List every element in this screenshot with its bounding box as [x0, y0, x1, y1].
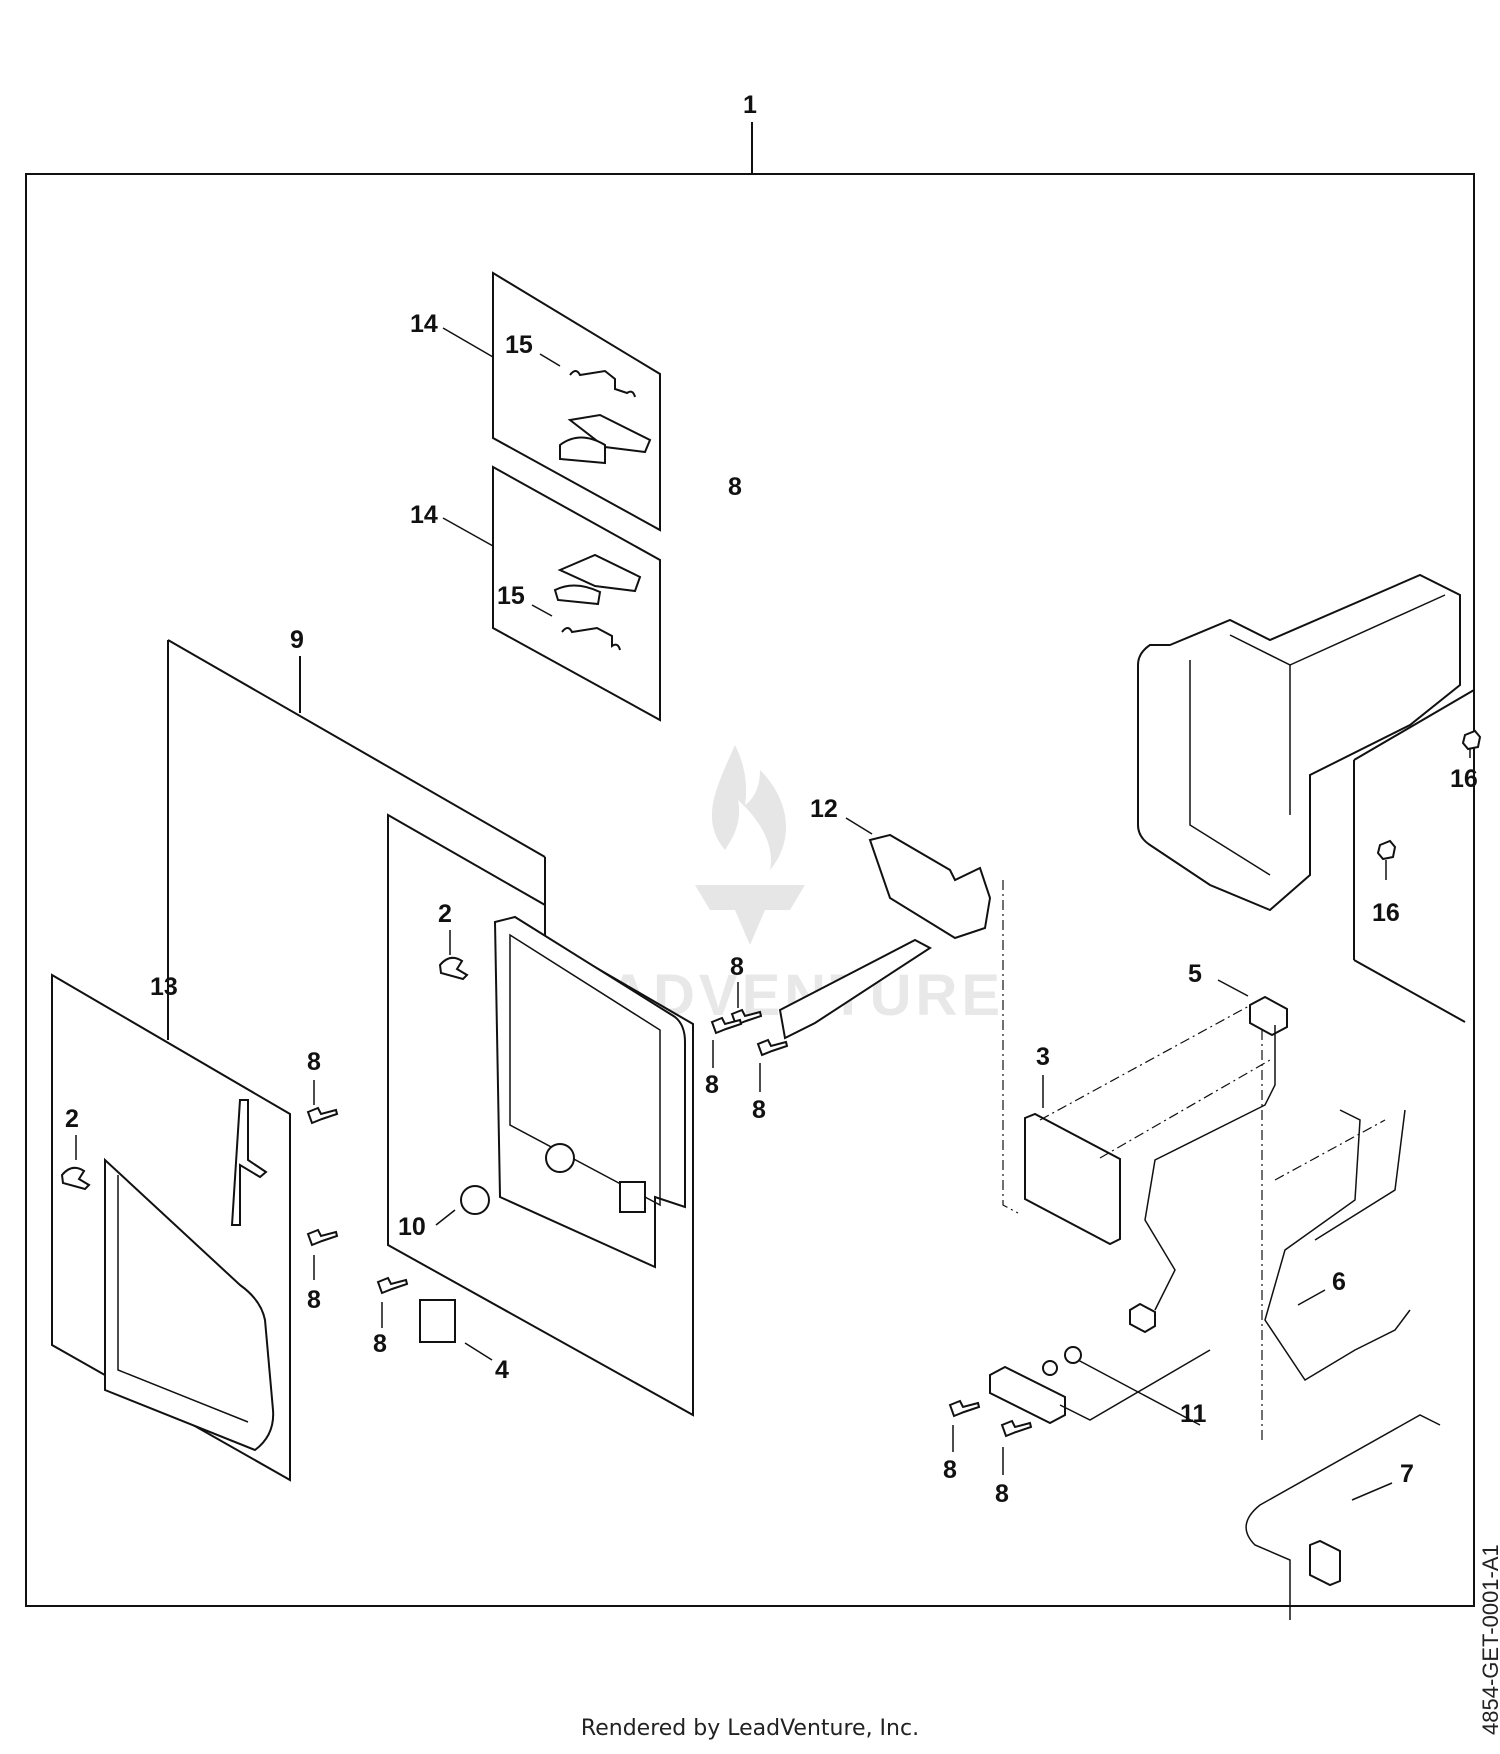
callout-16-lower: 16	[1372, 899, 1400, 927]
callout-1: 1	[743, 91, 757, 119]
callout-8-c: 8	[373, 1330, 387, 1358]
callout-8-a: 8	[307, 1048, 321, 1076]
clip-part-center	[438, 956, 469, 981]
assembly-frame: 1	[25, 91, 1475, 1607]
callout-6: 6	[1332, 1268, 1346, 1296]
screw-part-g	[756, 1038, 789, 1057]
motor-housing-part	[1137, 573, 1461, 912]
callout-14-lower: 14	[410, 501, 438, 529]
reference-code: 4854-GET-0001-A1	[1478, 1544, 1500, 1735]
screw-part-16a	[1461, 729, 1482, 751]
latch-foot-part-lower	[553, 584, 602, 606]
clip-part-left	[60, 1166, 91, 1191]
front-panel-part	[493, 915, 686, 1269]
callout-2-center: 2	[438, 900, 452, 928]
side-cover-part	[104, 1157, 275, 1452]
screw-part-i	[1000, 1419, 1033, 1438]
screw-callouts: 8 8 8 8	[306, 473, 742, 1358]
knob-part	[460, 1185, 490, 1215]
panel-window-part	[619, 1181, 646, 1213]
footer-credit: Rendered by LeadVenture, Inc.	[580, 1716, 920, 1741]
callout-16-upper: 16	[1450, 765, 1478, 793]
callout-12: 12	[810, 795, 838, 823]
callout-8-d: 8	[728, 473, 742, 501]
panel-knob-hole	[545, 1143, 575, 1173]
spring-clip-part	[569, 369, 636, 398]
bracket-arm-part	[778, 938, 932, 1040]
screw-callouts-right: 8 8 8	[705, 953, 789, 1124]
callout-14-upper: 14	[410, 310, 438, 338]
screw-part-h	[948, 1399, 981, 1418]
switch-part	[419, 1299, 456, 1343]
group-11: 11 8 8	[943, 1302, 1211, 1508]
group-13: 13 2	[51, 973, 291, 1482]
callout-15-upper: 15	[505, 331, 533, 359]
screw-part-c	[376, 1276, 409, 1295]
spring-clip-part-lower	[561, 626, 621, 651]
screw-part-f	[710, 1016, 743, 1035]
callout-2-left: 2	[65, 1105, 79, 1133]
screw-part-b	[306, 1228, 339, 1247]
callout-9: 9	[290, 626, 304, 654]
panel-main: 2 10 4	[387, 813, 694, 1417]
callout-8-g: 8	[752, 1096, 766, 1124]
callout-15-lower: 15	[497, 582, 525, 610]
callout-7: 7	[1400, 1460, 1414, 1488]
motor-housing: 16 16	[1137, 573, 1482, 1023]
latch-foot-part	[559, 436, 606, 465]
sensor-part	[1309, 1539, 1341, 1587]
nut-part	[1042, 1360, 1058, 1376]
callout-11: 11	[1180, 1400, 1207, 1428]
washer-part	[1064, 1346, 1082, 1364]
screw-part-16b	[1376, 839, 1397, 861]
spring-part	[230, 1099, 268, 1226]
callout-8-f: 8	[705, 1071, 719, 1099]
callout-8-b: 8	[307, 1286, 321, 1314]
callout-5: 5	[1188, 960, 1202, 988]
callout-3: 3	[1036, 1043, 1050, 1071]
bracket-12: 12	[778, 795, 1019, 1214]
callout-10: 10	[398, 1213, 426, 1241]
latch-part-lower	[557, 553, 642, 593]
callout-8-h: 8	[943, 1456, 957, 1484]
harnesses: 6 7	[1144, 1025, 1441, 1620]
group-14-lower: 14 15	[410, 465, 661, 722]
group-9: 9	[167, 626, 546, 1025]
callout-13: 13	[150, 973, 178, 1001]
callout-4: 4	[495, 1356, 509, 1384]
sensor-plug-part	[1129, 1302, 1156, 1334]
bracket-part	[868, 833, 992, 940]
group-14-upper: 14 15	[410, 271, 661, 532]
callout-8-i: 8	[995, 1480, 1009, 1508]
callout-8-e: 8	[730, 953, 744, 981]
screw-part-a	[306, 1106, 339, 1125]
connector-part	[1249, 995, 1288, 1037]
plate-part	[989, 1365, 1066, 1425]
module-3: 3 5	[1024, 960, 1288, 1246]
